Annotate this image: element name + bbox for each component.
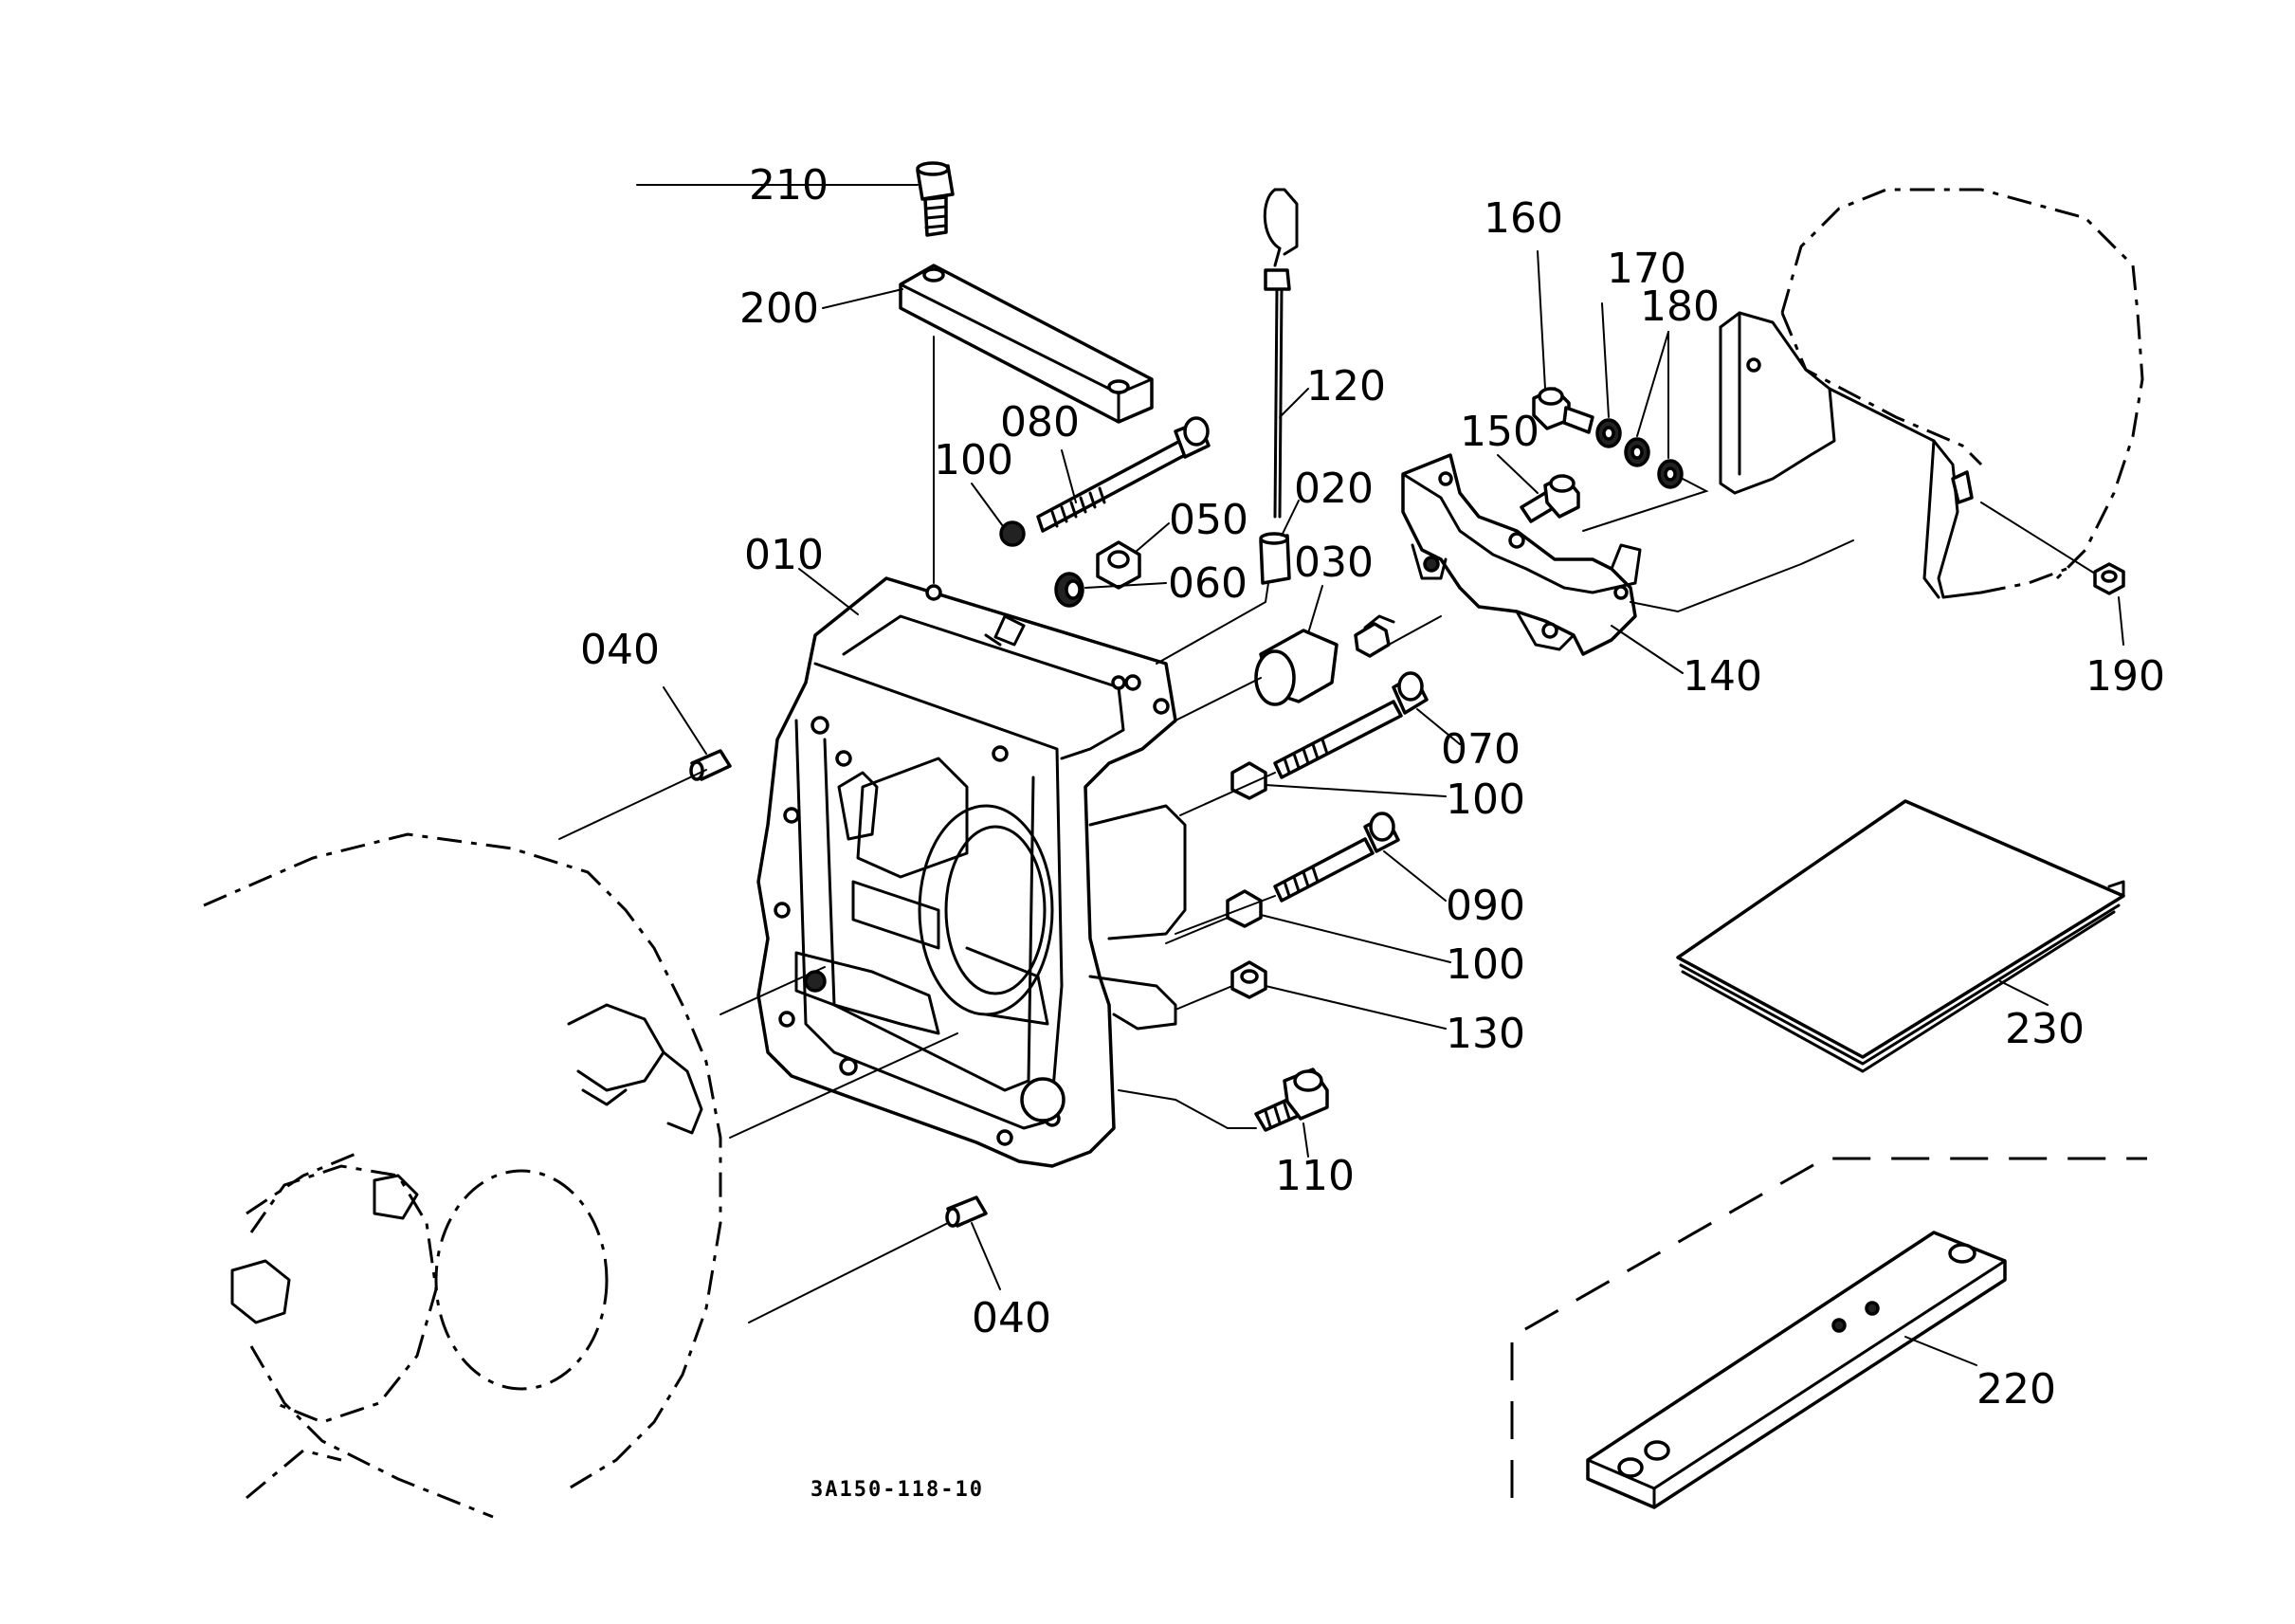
plug-020 bbox=[1259, 532, 1291, 585]
label-060: 060 bbox=[1168, 559, 1248, 608]
label-040-lower: 040 bbox=[972, 1294, 1051, 1342]
nut-190 bbox=[2093, 562, 2125, 595]
label-200: 200 bbox=[739, 284, 819, 333]
bolt-150 bbox=[1520, 474, 1580, 523]
label-170: 170 bbox=[1607, 245, 1686, 293]
label-120: 120 bbox=[1306, 362, 1386, 411]
bolt-090 bbox=[1273, 812, 1400, 903]
label-100-top: 100 bbox=[934, 436, 1013, 484]
bolt-080 bbox=[1036, 416, 1211, 533]
label-190: 190 bbox=[2086, 652, 2165, 701]
bar-220 bbox=[1586, 1231, 2007, 1509]
nut-100-mid bbox=[1230, 761, 1267, 800]
label-020: 020 bbox=[1294, 465, 1374, 513]
label-140: 140 bbox=[1683, 652, 1762, 701]
label-180: 180 bbox=[1640, 283, 1720, 331]
label-210: 210 bbox=[749, 161, 829, 210]
sheet-230 bbox=[1676, 799, 2125, 1073]
bolt-160 bbox=[1532, 387, 1594, 434]
bolt-070 bbox=[1273, 671, 1429, 779]
label-100-mid: 100 bbox=[1446, 776, 1525, 824]
label-090: 090 bbox=[1446, 882, 1525, 930]
plate-200 bbox=[899, 264, 1154, 424]
engine-block-outline bbox=[203, 832, 722, 1519]
cover-outline bbox=[1719, 188, 2144, 599]
bolt-210 bbox=[916, 161, 955, 237]
washer-180a bbox=[1624, 437, 1650, 467]
label-070: 070 bbox=[1441, 725, 1521, 774]
dowel-pin-lower bbox=[945, 1195, 988, 1228]
label-050: 050 bbox=[1169, 496, 1248, 544]
bolt-110 bbox=[1254, 1067, 1329, 1132]
label-030: 030 bbox=[1294, 538, 1374, 587]
label-230: 230 bbox=[2005, 1005, 2085, 1053]
figure-code: 3A150-118-10 bbox=[811, 1478, 984, 1502]
label-010: 010 bbox=[744, 531, 824, 579]
bracket-140 bbox=[1401, 453, 1642, 656]
label-160: 160 bbox=[1484, 194, 1563, 243]
washer-180b bbox=[1657, 459, 1684, 489]
optional-kit-boundary bbox=[1510, 1157, 2147, 1498]
label-040-upper: 040 bbox=[580, 626, 660, 674]
washer-170 bbox=[1595, 418, 1622, 448]
nut-100-top bbox=[999, 520, 1026, 547]
nut-050 bbox=[1096, 540, 1141, 590]
label-080: 080 bbox=[1000, 398, 1080, 447]
cover-030 bbox=[1254, 614, 1395, 706]
washer-060 bbox=[1054, 572, 1084, 608]
dipstick-120 bbox=[1263, 188, 1299, 519]
part-labels: 210 200 120 080 100 050 020 060 030 010 … bbox=[580, 161, 2165, 1502]
nut-130 bbox=[1230, 960, 1267, 999]
label-100-low: 100 bbox=[1446, 940, 1525, 989]
label-220: 220 bbox=[1976, 1365, 2056, 1414]
nut-100-low bbox=[1226, 889, 1263, 928]
leader-lines bbox=[558, 184, 2124, 1366]
flywheel-housing-010 bbox=[756, 576, 1187, 1168]
label-150: 150 bbox=[1460, 408, 1539, 456]
label-110: 110 bbox=[1275, 1152, 1355, 1200]
label-130: 130 bbox=[1446, 1010, 1525, 1058]
